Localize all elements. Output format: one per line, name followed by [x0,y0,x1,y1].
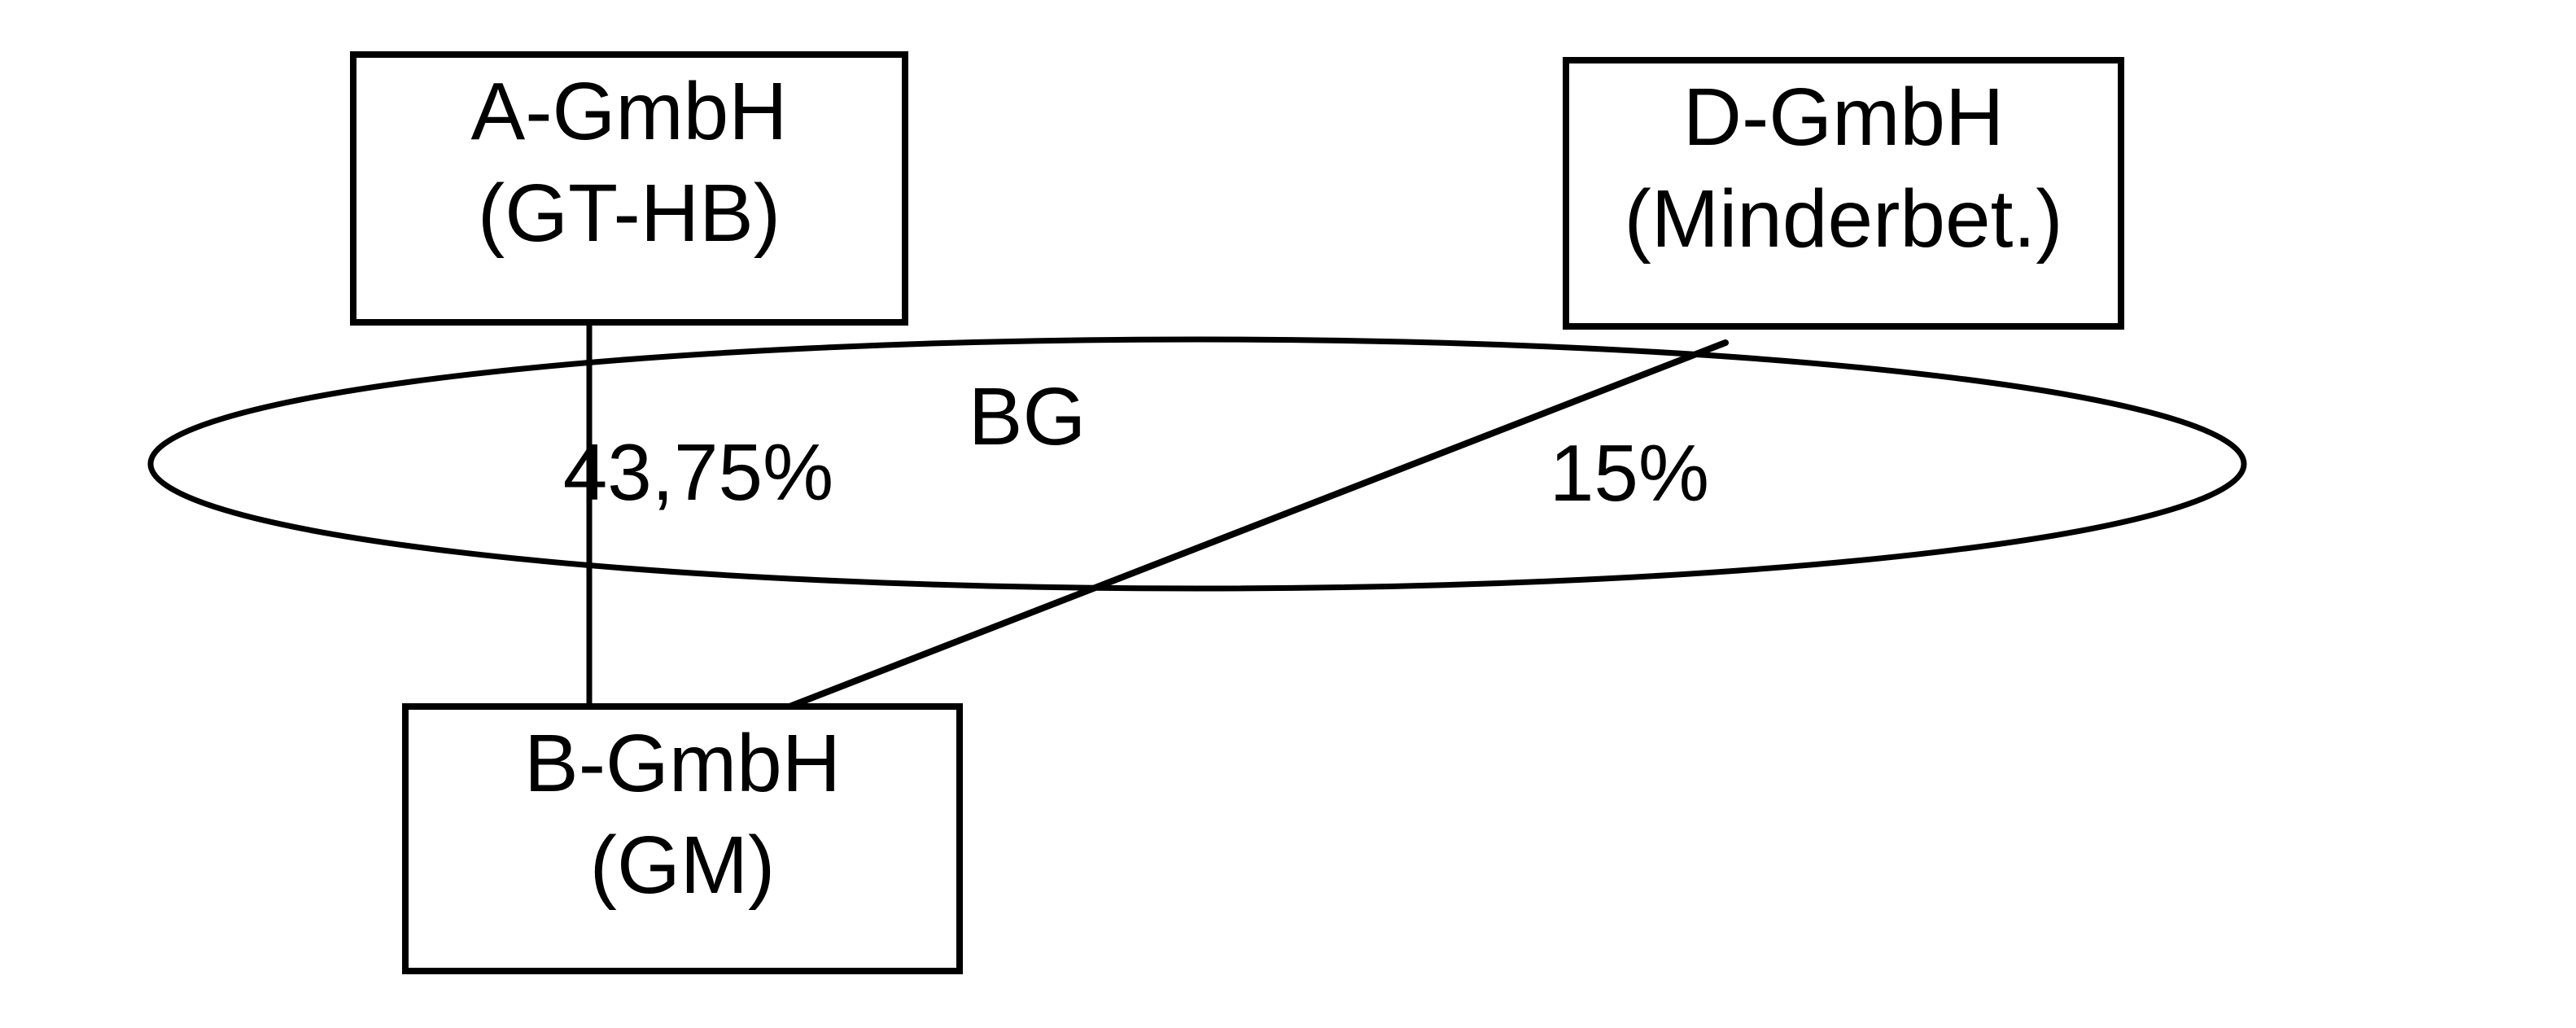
node-d-gmbh-role: (Minderbet.) [1624,173,2063,265]
bg-group-ellipse [147,336,2247,592]
edge-d-to-b-line [782,339,1729,711]
node-b-gmbh-role: (GM) [589,820,776,911]
group-label-bg: BG [968,371,1087,462]
node-d-gmbh: D-GmbH (Minderbet.) [1563,57,2124,330]
node-a-gmbh-name: A-GmbH [470,66,788,157]
node-b-gmbh-name: B-GmbH [524,718,841,809]
node-a-gmbh-role: (GT-HB) [477,168,781,259]
node-a-gmbh: A-GmbH (GT-HB) [350,51,908,326]
node-b-gmbh: B-GmbH (GM) [402,703,963,974]
edge-label-a-to-b: 43,75% [562,427,834,517]
edge-label-d-to-b: 15% [1549,428,1710,518]
node-d-gmbh-name: D-GmbH [1682,72,2005,163]
